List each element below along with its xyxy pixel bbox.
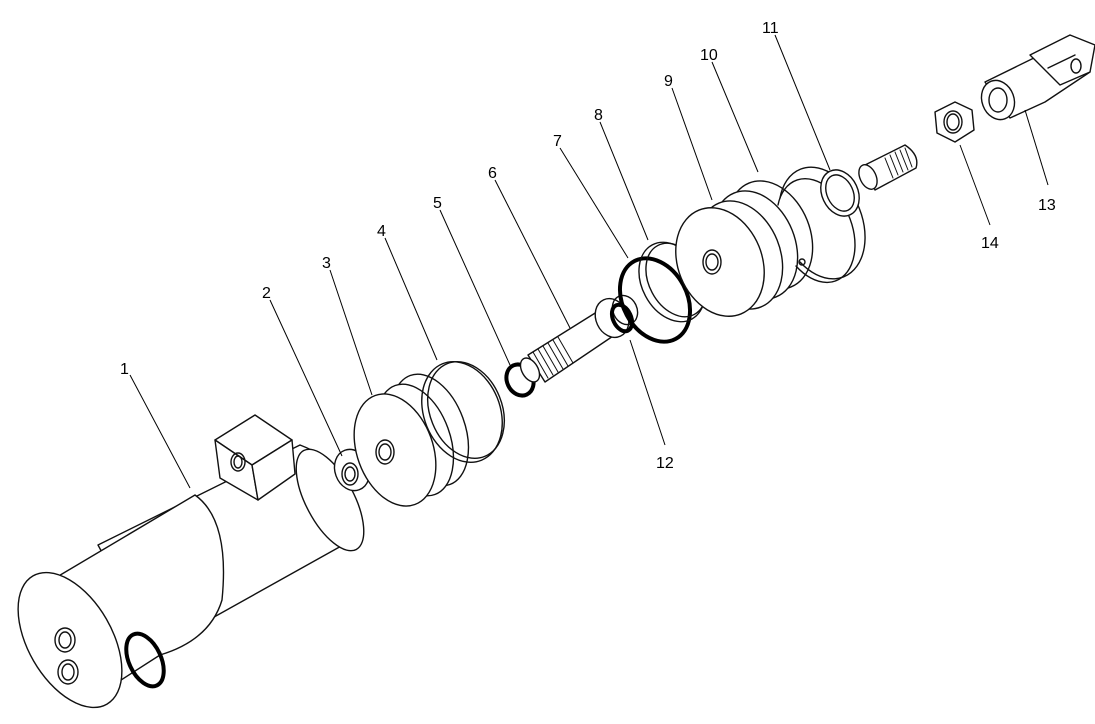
callout-14: 14: [981, 235, 999, 252]
callout-13: 13: [1038, 197, 1056, 214]
part-10-retaining-ring: [777, 166, 866, 284]
part-3-piston: [353, 373, 470, 507]
callout-11: 11: [762, 20, 779, 37]
part-7-large-o-ring: [617, 256, 693, 344]
callout-3: 3: [322, 255, 331, 272]
callout-7: 7: [553, 133, 562, 150]
part-14-hex-nut: [934, 101, 975, 143]
part-13-clevis: [980, 34, 1095, 121]
threaded-stud: [858, 144, 918, 191]
callout-12: 12: [656, 455, 674, 472]
callout-5: 5: [433, 195, 442, 212]
callout-10: 10: [700, 47, 718, 64]
callout-leaders: [129, 34, 1049, 489]
part-12-rod-o-ring: [609, 302, 635, 334]
callout-4: 4: [377, 223, 386, 240]
callout-1: 1: [120, 361, 129, 378]
callout-6: 6: [488, 165, 497, 182]
callout-9: 9: [664, 73, 673, 90]
callout-labels: 1 2 3 4 5 6 7 8 9 10 11 12 13 14: [120, 20, 1056, 472]
callout-2: 2: [262, 285, 271, 302]
callout-8: 8: [594, 107, 603, 124]
part-4-seal-ring: [421, 361, 505, 463]
part-1-cylinder-body: [17, 414, 365, 709]
part-9-piston: [675, 180, 814, 317]
part-11-bushing: [820, 169, 860, 217]
